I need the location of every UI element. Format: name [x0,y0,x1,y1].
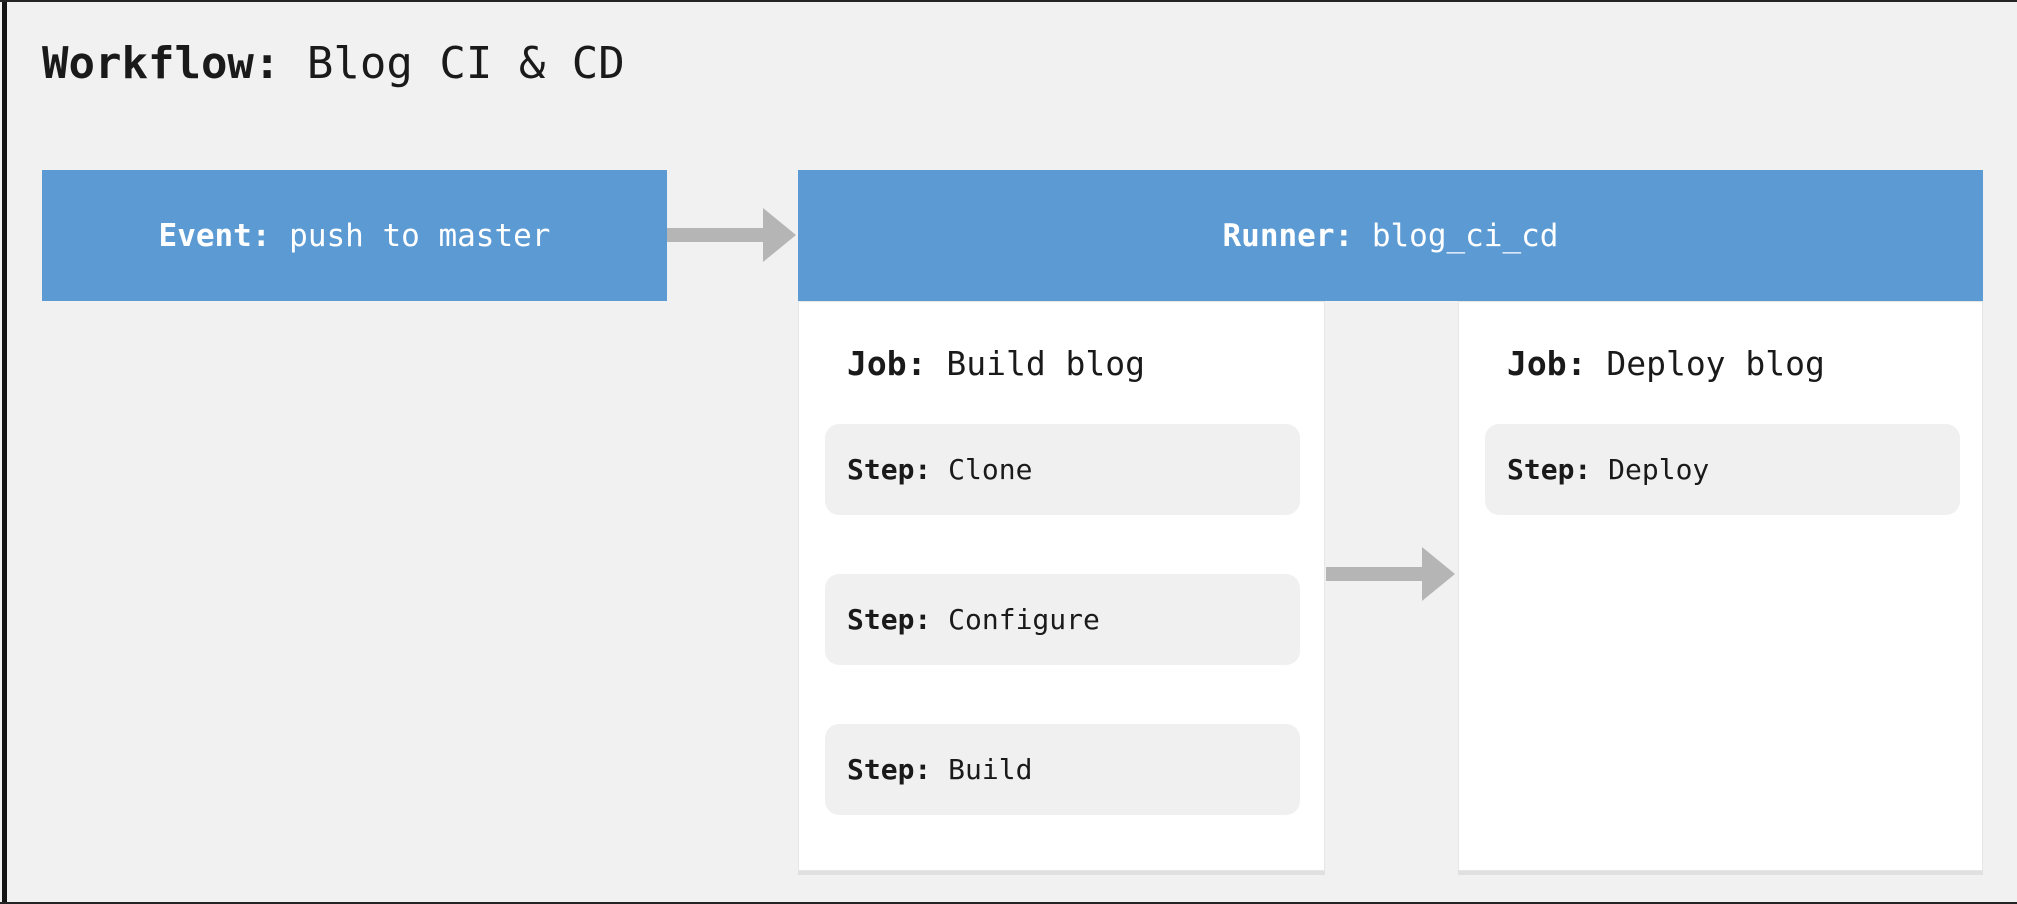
page-title-label: Workflow: [42,38,281,89]
runner-label: Runner: [1222,217,1354,254]
event-node: Event: push to master [42,170,667,301]
step-label: Step: [847,753,932,786]
runner-node: Runner: blog_ci_cd [798,170,1983,301]
left-frame-border [2,2,7,902]
arrow-shaft [1326,567,1423,581]
step-value: Configure [948,603,1100,636]
job-deploy-blog-title: Job: Deploy blog [1507,344,1825,383]
step-value: Deploy [1608,453,1710,486]
runner-value: blog_ci_cd [1371,217,1559,254]
step-deploy: Step: Deploy [1485,424,1960,515]
job-build-blog-title: Job: Build blog [847,344,1145,383]
job-value: Build blog [946,344,1146,383]
job-deploy-blog-card: Job: Deploy blog [1458,301,1983,871]
job-label: Job: [1507,344,1587,383]
step-value: Clone [948,453,1033,486]
event-value: push to master [289,217,551,254]
step-configure: Step: Configure [825,574,1300,665]
job-value: Deploy blog [1606,344,1825,383]
step-build: Step: Build [825,724,1300,815]
arrow-head [763,208,796,262]
step-label: Step: [847,603,932,636]
step-label: Step: [847,453,932,486]
arrow-shaft [667,228,764,242]
job-label: Job: [847,344,927,383]
page-title-value: Blog CI & CD [306,38,625,89]
step-value: Build [948,753,1033,786]
step-clone: Step: Clone [825,424,1300,515]
step-label: Step: [1507,453,1592,486]
arrow-head [1422,547,1455,601]
page-title: Workflow: Blog CI & CD [42,38,625,91]
event-label: Event: [158,217,271,254]
